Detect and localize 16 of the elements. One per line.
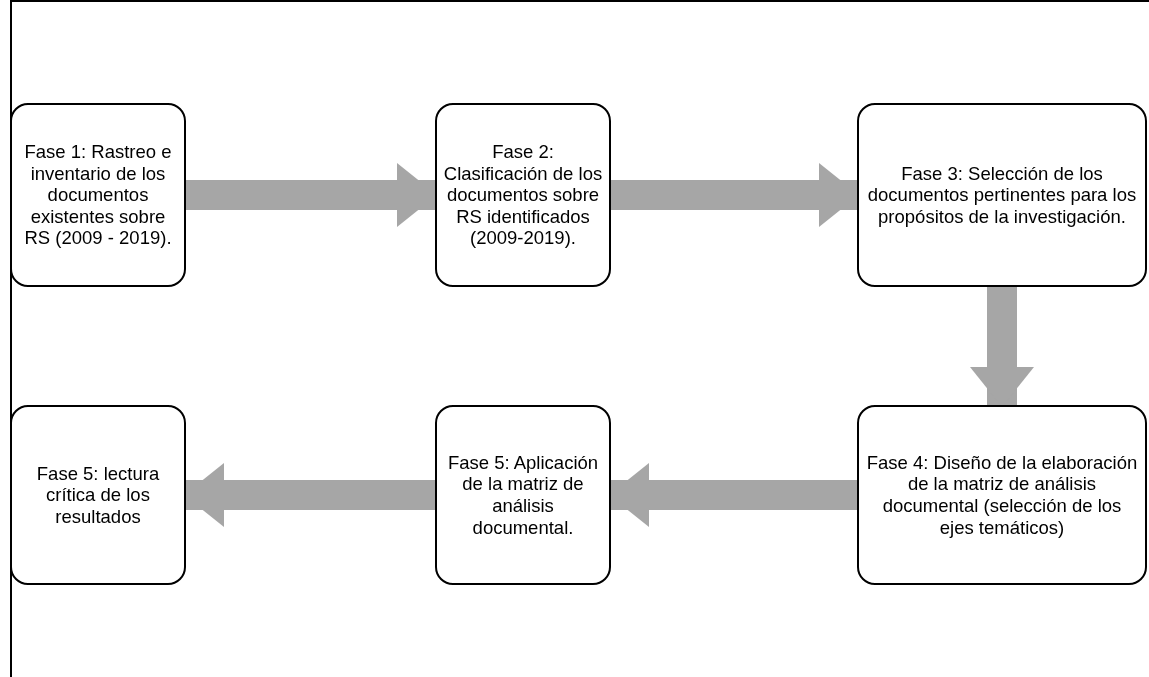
box-text: Fase 2: Clasificación de los documentos sobre RS identificados (2009-2019). [443, 140, 603, 250]
process-box [10, 405, 186, 585]
process-box [857, 405, 1147, 585]
process-box [10, 103, 186, 287]
block-arrow [609, 463, 857, 527]
process-box [435, 405, 611, 585]
block-arrow [186, 163, 437, 227]
block-arrow [611, 163, 859, 227]
box-text: Fase 5: Aplicación de la matriz de análisis documental. [446, 451, 600, 539]
box-text: Fase 4: Diseño de la elaboración de la matriz de análisis documental (selección de los ejes temáticos) [865, 451, 1139, 539]
box-text: Fase 3: Selección de los documentos pertinentes para los propósitos de la investigación. [866, 162, 1138, 228]
process-box [857, 103, 1147, 287]
block-arrow [184, 463, 435, 527]
box-text: Fase 1: Rastreo e inventario de los documentos existentes sobre RS (2009 - 2019). [23, 140, 173, 250]
box-text: Fase 5: lectura crítica de los resultados [35, 462, 161, 528]
process-box [435, 103, 611, 287]
